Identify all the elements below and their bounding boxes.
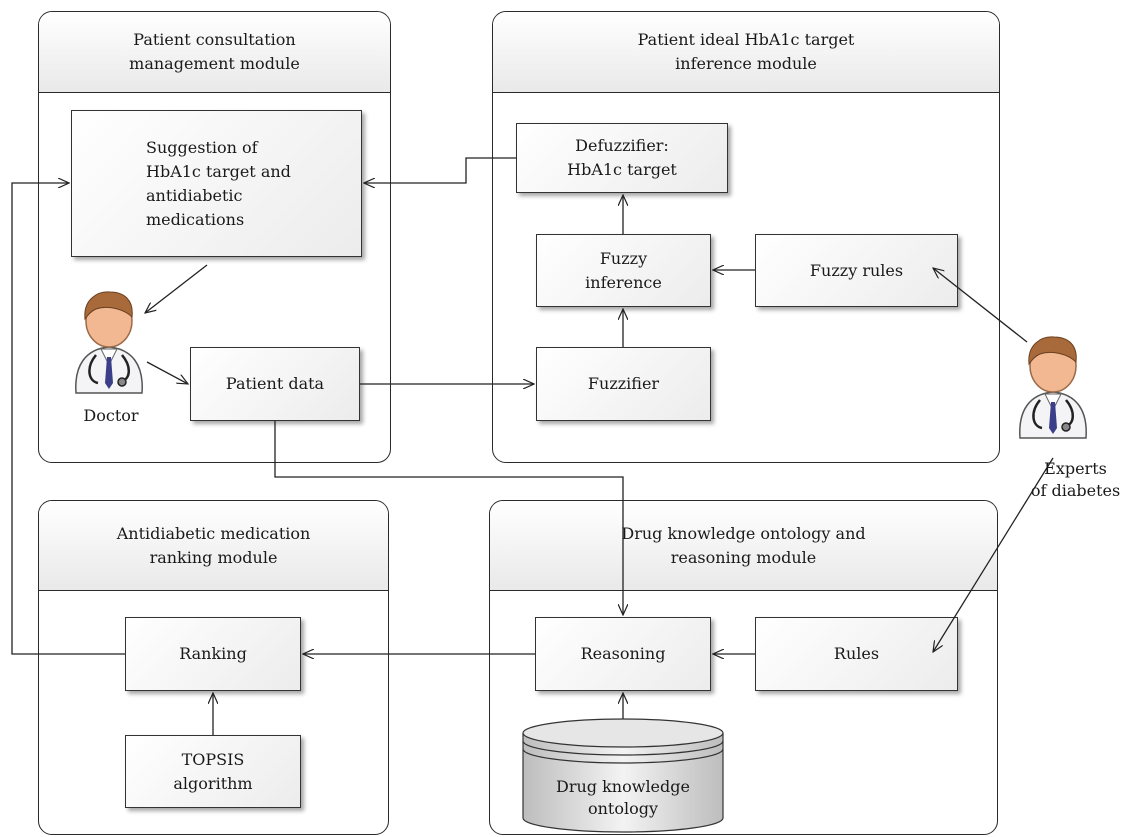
consultation-module-title: Patient consultation management module xyxy=(39,12,390,93)
topsis-box: TOPSIS algorithm xyxy=(125,735,301,808)
arrow-experts-to-rules xyxy=(933,457,1054,652)
expert-icon xyxy=(1019,336,1087,439)
ranking-module-title: Antidiabetic medication ranking module xyxy=(39,501,388,591)
ranking-box: Ranking xyxy=(125,617,301,691)
hba1c-module-title: Patient ideal HbA1c target inference mod… xyxy=(493,12,999,93)
arrow-ranking-to-suggestion xyxy=(11,183,125,655)
fuzzifier-box: Fuzzifier xyxy=(536,347,711,421)
defuzzifier-box: Defuzzifier: HbA1c target xyxy=(516,123,728,193)
suggestion-box: Suggestion of HbA1c target and antidiabe… xyxy=(71,110,362,257)
arrow-doctor-to-patient-data xyxy=(146,361,188,384)
doctor-label: Doctor xyxy=(83,406,139,425)
fuzzy-rules-box: Fuzzy rules xyxy=(755,234,958,307)
rules-box: Rules xyxy=(755,617,958,691)
arrow-patient-data-to-reasoning xyxy=(274,421,623,615)
patient-data-box: Patient data xyxy=(190,347,360,421)
arrow-experts-to-fuzzy-rules xyxy=(933,268,1028,343)
arrow-suggestion-to-doctor xyxy=(145,264,208,313)
doctor-icon xyxy=(75,291,143,394)
experts-label: Experts of diabetes xyxy=(1030,459,1121,500)
database-icon xyxy=(522,718,724,833)
reasoning-box: Reasoning xyxy=(535,617,711,691)
drug-ontology-label: Drug knowledge ontology xyxy=(556,777,690,818)
arrow-defuzzifier-to-suggestion xyxy=(364,157,516,183)
ontology-module-title: Drug knowledge ontology and reasoning mo… xyxy=(490,501,997,591)
fuzzy-inference-box: Fuzzy inference xyxy=(536,234,711,307)
